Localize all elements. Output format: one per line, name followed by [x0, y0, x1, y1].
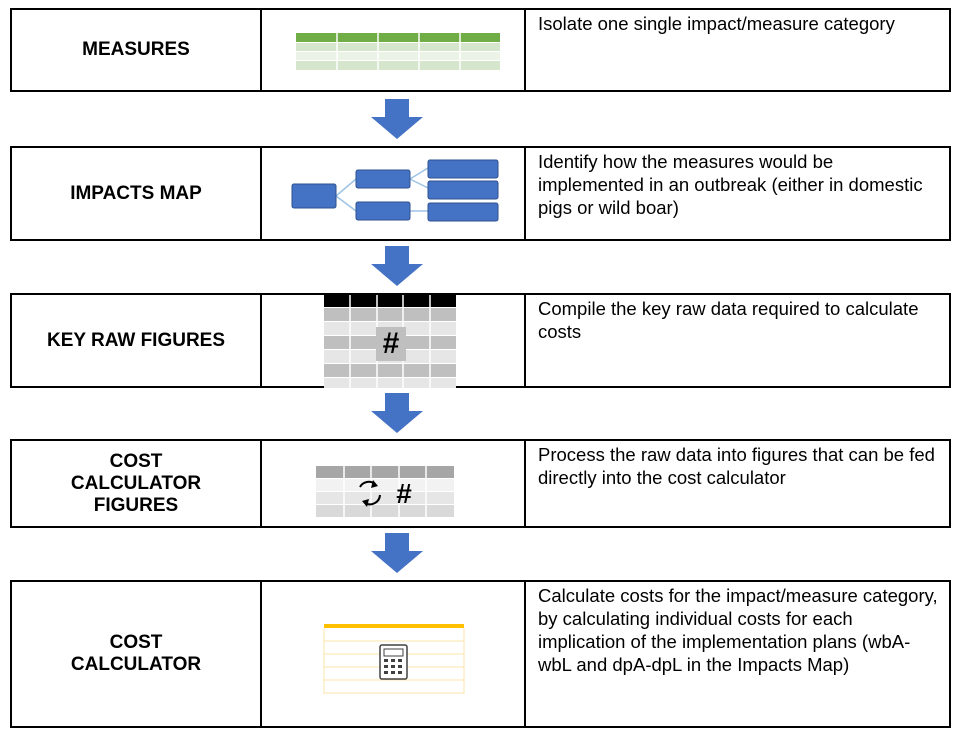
- step-icon-cell: #: [260, 439, 526, 528]
- step-icon-cell: [260, 8, 526, 92]
- step-description: Compile the key raw data required to cal…: [538, 298, 919, 342]
- step-impacts-map: IMPACTS MAP Identify how the measures wo…: [10, 146, 951, 241]
- step-description-cell: Identify how the measures would be imple…: [524, 146, 951, 241]
- step-label: COST CALCULATOR: [70, 632, 202, 675]
- step-icon-cell: [260, 580, 526, 728]
- step-icon-cell: #: [260, 293, 526, 388]
- hash-symbol: #: [376, 327, 406, 361]
- hash-symbol: #: [396, 478, 412, 509]
- step-icon-cell: [260, 146, 526, 241]
- step-label-cell: COST CALCULATOR: [10, 580, 262, 728]
- step-label: MEASURES: [82, 39, 190, 60]
- step-label-cell: MEASURES: [10, 8, 262, 92]
- table-icon: [296, 33, 500, 70]
- down-arrow-icon: [371, 393, 423, 433]
- down-arrow-icon: [371, 99, 423, 139]
- step-label-cell: KEY RAW FIGURES: [10, 293, 262, 388]
- down-arrow-icon: [371, 533, 423, 573]
- step-label-cell: COST CALCULATOR FIGURES: [10, 439, 262, 528]
- step-description: Process the raw data into figures that c…: [538, 444, 935, 488]
- tree-map-icon: [291, 159, 499, 222]
- step-label-cell: IMPACTS MAP: [10, 146, 262, 241]
- step-description-cell: Process the raw data into figures that c…: [524, 439, 951, 528]
- step-description: Identify how the measures would be imple…: [538, 151, 923, 218]
- step-cost-calculator: COST CALCULATOR Calculate costs for: [10, 580, 951, 728]
- step-label: IMPACTS MAP: [70, 182, 202, 204]
- calculator-icon: [323, 624, 465, 694]
- step-label: COST CALCULATOR FIGURES: [70, 450, 202, 516]
- step-description-cell: Calculate costs for the impact/measure c…: [524, 580, 951, 728]
- step-label: KEY RAW FIGURES: [46, 329, 226, 351]
- step-measures: MEASURES Isolate one single impact/measu…: [10, 8, 951, 92]
- step-key-raw-figures: KEY RAW FIGURES # Compile the key raw da…: [10, 293, 951, 388]
- step-description: Calculate costs for the impact/measure c…: [538, 585, 938, 675]
- step-description: Isolate one single impact/measure catego…: [538, 13, 895, 34]
- step-description-cell: Isolate one single impact/measure catego…: [524, 8, 951, 92]
- step-description-cell: Compile the key raw data required to cal…: [524, 293, 951, 388]
- process-table-icon: [316, 466, 454, 517]
- step-cost-calculator-figures: COST CALCULATOR FIGURES # Process the ra…: [10, 439, 951, 528]
- down-arrow-icon: [371, 246, 423, 286]
